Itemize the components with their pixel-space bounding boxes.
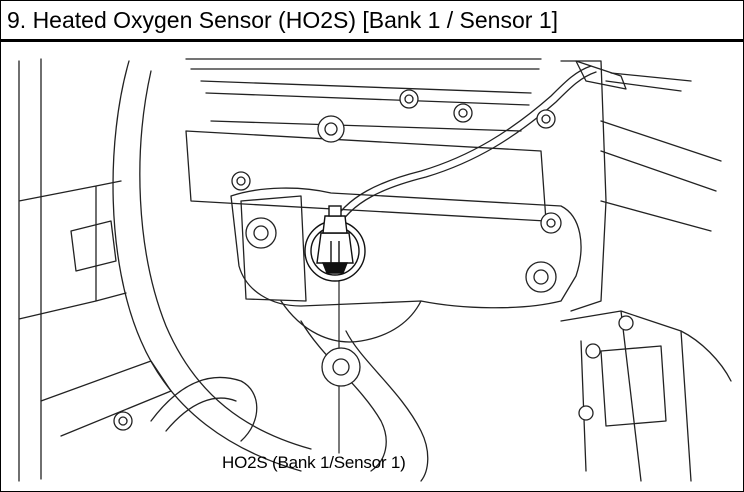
top-rail-2 — [200, 80, 532, 132]
bolt-right-side-3 — [578, 405, 594, 421]
sensor-callout-label: HO2S (Bank 1/Sensor 1) — [222, 453, 406, 472]
manifold-body — [230, 187, 582, 309]
bolt-center-lower — [321, 347, 361, 387]
sensor-wire — [330, 65, 592, 227]
left-frame — [18, 58, 127, 482]
page-title: 9. Heated Oxygen Sensor (HO2S) [Bank 1 /… — [7, 7, 559, 33]
bolt-right — [525, 261, 557, 293]
right-block — [560, 60, 607, 312]
bolt-lower-left — [113, 411, 133, 431]
engine-illustration — [18, 58, 732, 482]
engine-outline-left — [112, 60, 302, 472]
bolt-top-3 — [453, 103, 473, 123]
engine-outline-left-inner — [139, 70, 312, 450]
left-lower-arm — [40, 360, 172, 437]
bolt-left-upper — [231, 171, 251, 191]
bolt-top-2 — [399, 89, 419, 109]
manifold-flange — [240, 195, 307, 302]
bolt-left — [245, 217, 277, 249]
bolt-right-side-1 — [618, 315, 634, 331]
bolt-right-side-2 — [585, 343, 601, 359]
right-lower-block — [560, 310, 692, 482]
oxygen-sensor — [304, 205, 366, 282]
manifold-lower — [280, 300, 422, 343]
lower-left-curve — [150, 376, 258, 442]
bolt-right-upper — [540, 212, 562, 234]
bolt-top-1 — [317, 115, 345, 143]
top-rail — [185, 58, 542, 70]
right-panel — [600, 345, 667, 427]
title-bar: 9. Heated Oxygen Sensor (HO2S) [Bank 1 /… — [1, 1, 743, 42]
left-bracket — [70, 220, 117, 272]
wire-connector — [575, 60, 627, 90]
bolt-top-4 — [536, 109, 556, 129]
